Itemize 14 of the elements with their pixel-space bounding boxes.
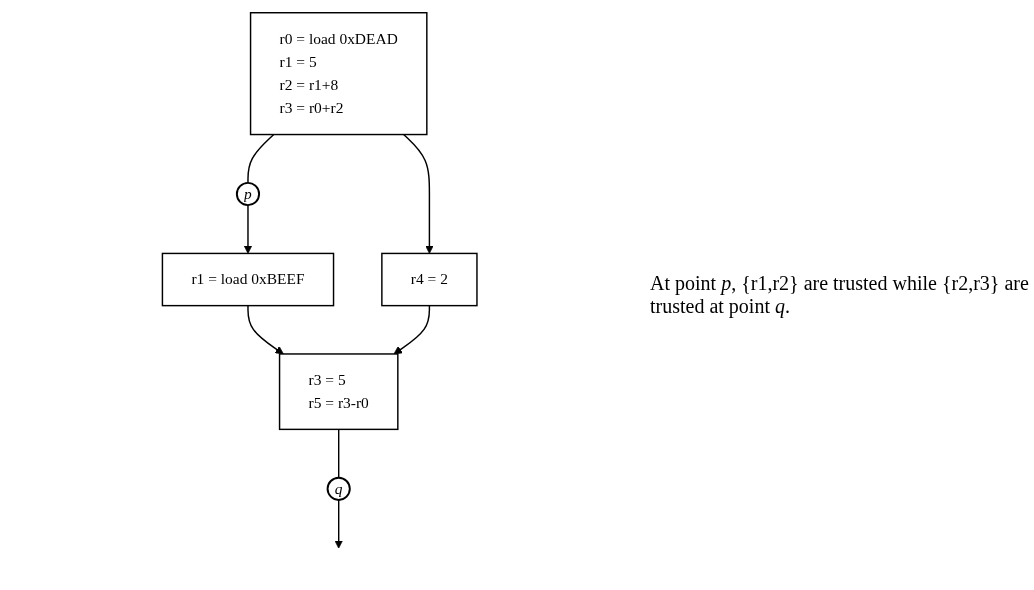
- node-circle: q: [326, 476, 352, 501]
- node-box: r1 = load 0xBEEF: [162, 252, 335, 307]
- node-circle: p: [236, 181, 261, 207]
- connector: [338, 428, 340, 479]
- arrow: [334, 499, 344, 549]
- note-text: At point p, {r1,r2} are trusted while {r2,r3} are trusted at point q.: [650, 272, 1030, 318]
- node-box: r4 = 2: [381, 252, 478, 307]
- node-box: r0 = load 0xDEAD r1 = 5 r2 = r1+8 r3 = r0+r2: [250, 12, 428, 136]
- connector: [247, 133, 275, 184]
- node-box: r3 = 5 r5 = r3-r0: [279, 353, 399, 431]
- arrow: [244, 204, 253, 254]
- arrow: [403, 133, 434, 254]
- arrow: [393, 304, 431, 355]
- arrow: [247, 304, 285, 355]
